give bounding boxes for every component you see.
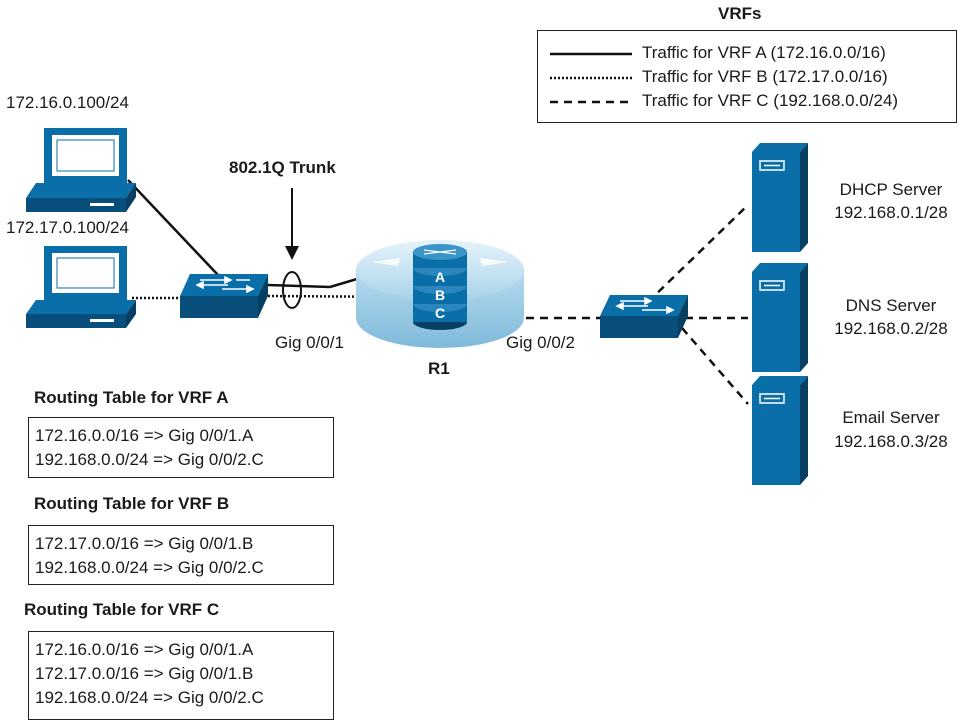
routing-table-b-title: Routing Table for VRF B xyxy=(34,494,230,513)
dns-server-ip: 192.168.0.2/28 xyxy=(834,319,948,338)
dhcp-server-name: DHCP Server xyxy=(839,180,943,199)
router-r1-icon[interactable]: A B C xyxy=(356,240,524,348)
email-server-name: Email Server xyxy=(842,408,940,427)
dotted-line-icon xyxy=(550,76,632,80)
vrf-letter-c: C xyxy=(435,305,445,321)
routing-table-a-title: Routing Table for VRF A xyxy=(34,388,229,407)
solid-line-icon xyxy=(550,52,632,56)
route-entry: 192.168.0.0/24 => Gig 0/0/2.C xyxy=(35,450,264,469)
link-trunk-vrf-a xyxy=(267,283,331,289)
right-switch-icon[interactable] xyxy=(600,295,688,338)
link-switch-email xyxy=(681,327,749,405)
left-interface-label: Gig 0/0/1 xyxy=(275,333,344,352)
trunk-arrow-head xyxy=(285,246,299,260)
email-server-ip: 192.168.0.3/28 xyxy=(834,432,948,451)
email-server-icon[interactable] xyxy=(752,376,808,485)
vrf-letter-b: B xyxy=(435,287,445,303)
route-entry: 172.17.0.0/16 => Gig 0/0/1.B xyxy=(35,664,254,683)
route-entry: 172.16.0.0/16 => Gig 0/0/1.A xyxy=(35,426,254,445)
legend-box: Traffic for VRF A (172.16.0.0/16) Traffi… xyxy=(537,30,957,123)
legend-label: Traffic for VRF C (192.168.0.0/24) xyxy=(642,91,899,110)
legend-label: Traffic for VRF A (172.16.0.0/16) xyxy=(642,43,886,62)
trunk-ellipse xyxy=(282,271,302,309)
pc-a-icon[interactable] xyxy=(26,128,136,212)
link-pc-a-switch xyxy=(127,179,219,276)
routing-table-a: 172.16.0.0/16 => Gig 0/0/1.A 192.168.0.0… xyxy=(28,417,334,478)
dns-server-name: DNS Server xyxy=(845,296,937,315)
route-entry: 192.168.0.0/24 => Gig 0/0/2.C xyxy=(35,688,264,707)
dhcp-server-icon[interactable] xyxy=(752,143,808,252)
legend-label: Traffic for VRF B (172.17.0.0/16) xyxy=(642,67,888,86)
router-name-label: R1 xyxy=(428,359,450,378)
route-entry: 172.17.0.0/16 => Gig 0/0/1.B xyxy=(35,534,254,553)
dhcp-server-ip: 192.168.0.1/28 xyxy=(834,203,948,222)
route-entry: 192.168.0.0/24 => Gig 0/0/2.C xyxy=(35,558,264,577)
legend-title: VRFs xyxy=(718,4,762,23)
right-interface-label: Gig 0/0/2 xyxy=(506,333,575,352)
vrf-letter-a: A xyxy=(435,269,445,285)
dashed-line-icon xyxy=(550,100,632,104)
left-switch-icon[interactable] xyxy=(180,274,268,318)
route-entry: 172.16.0.0/16 => Gig 0/0/1.A xyxy=(35,640,254,659)
routing-table-c: 172.16.0.0/16 => Gig 0/0/1.A 172.17.0.0/… xyxy=(28,631,334,720)
vrf-stack xyxy=(413,244,467,330)
pc-b-icon[interactable] xyxy=(26,246,136,328)
routing-table-c-title: Routing Table for VRF C xyxy=(24,600,220,619)
pc-a-ip-label: 172.16.0.100/24 xyxy=(6,93,129,112)
pc-b-ip-label: 172.17.0.100/24 xyxy=(6,218,129,237)
trunk-label: 802.1Q Trunk xyxy=(229,158,336,177)
link-switch-dhcp xyxy=(647,204,749,303)
dns-server-icon[interactable] xyxy=(752,263,808,372)
routing-table-b: 172.17.0.0/16 => Gig 0/0/1.B 192.168.0.0… xyxy=(28,525,334,585)
